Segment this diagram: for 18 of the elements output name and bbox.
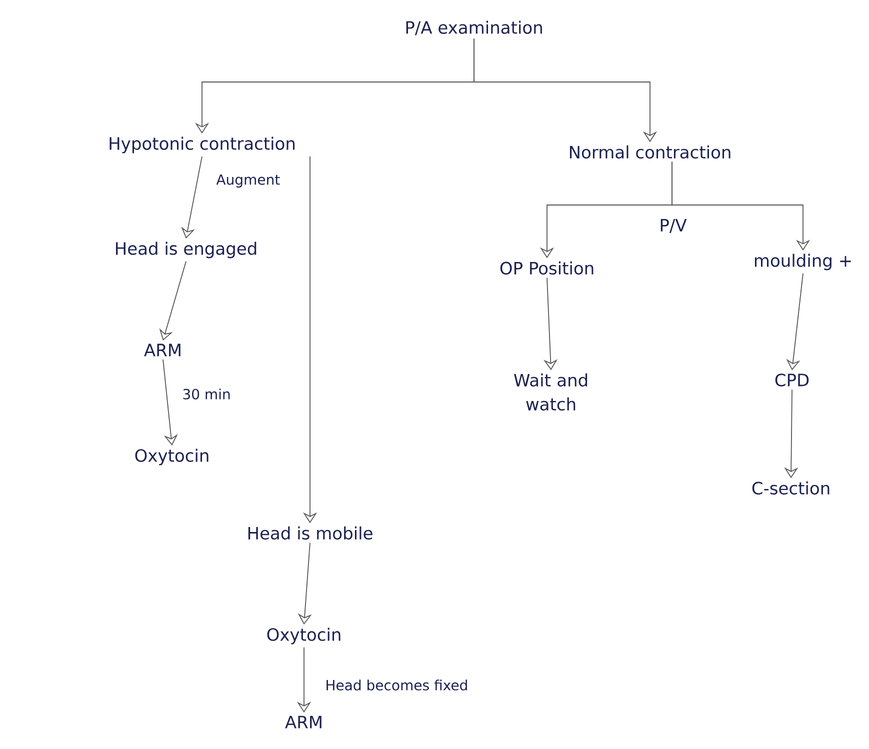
edge-label: Augment: [215, 173, 282, 189]
branch-label: P/V: [660, 219, 687, 233]
flow-step: P/A examination: [406, 20, 542, 36]
flow-step: C-section: [752, 481, 830, 495]
flow-step: Head is engaged: [116, 242, 256, 258]
flow-step: OP Position: [500, 261, 594, 275]
flow-step: ARM: [285, 716, 322, 728]
flow-step: Normal contraction: [570, 145, 730, 159]
flow-step: Wait and watch: [514, 373, 588, 411]
flow-step: CPD: [775, 374, 809, 386]
edge-label: Head becomes fixed: [324, 678, 470, 692]
flow-step: Oxytocin: [267, 628, 340, 644]
edge-label: 30 min: [181, 388, 232, 400]
flow-step: Head is mobile: [248, 526, 372, 540]
flow-step: Hypotonic contraction: [110, 136, 295, 154]
flow-step: ARM: [144, 344, 180, 356]
flow-step: moulding +: [754, 254, 851, 270]
flow-step: Oxytocin: [135, 448, 208, 466]
